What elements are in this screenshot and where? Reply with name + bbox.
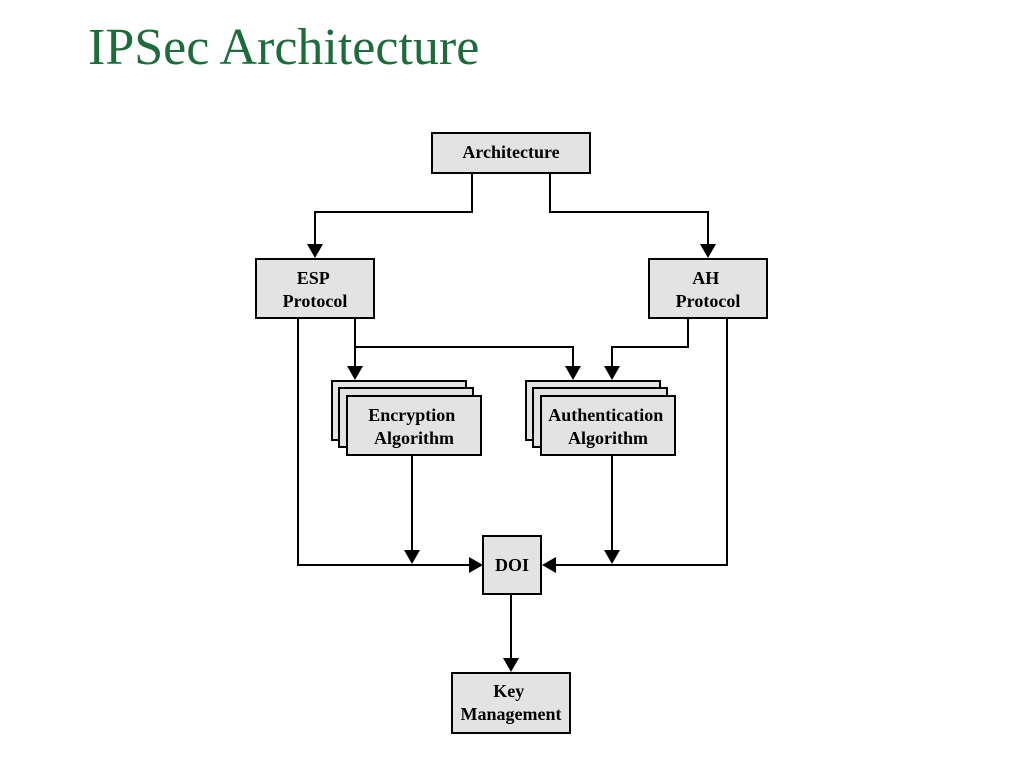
svg-text:DOI: DOI [495, 555, 529, 575]
arrowheads [307, 244, 716, 672]
connector-architecture-esp [314, 174, 473, 246]
ah-label-line2: Protocol [676, 291, 741, 311]
svg-text:AH Protocol: AH Protocol [676, 268, 741, 311]
svg-text:Encryption Algorithm: Encryption Algorithm [368, 405, 460, 448]
architecture-box: Architecture [431, 132, 591, 174]
svg-text:Architecture: Architecture [462, 142, 559, 162]
encryption-label-line2: Algorithm [374, 428, 454, 448]
key-management-label-line2: Management [461, 704, 562, 724]
ah-protocol-box: AH Protocol [648, 258, 768, 319]
esp-label-line2: Protocol [283, 291, 348, 311]
arrowhead-encryption [347, 366, 363, 380]
svg-text:Key Management: Key Management [461, 681, 562, 724]
arrowhead-ah [700, 244, 716, 258]
key-management-label-line1: Key [493, 681, 524, 701]
arrowhead-authentication-left [565, 366, 581, 380]
connector-ah-doi [555, 318, 728, 566]
authentication-label-line1: Authentication [548, 405, 663, 425]
connector-architecture-ah [549, 174, 709, 246]
arrowhead-doi-left [469, 557, 483, 573]
encryption-label-line1: Encryption [368, 405, 455, 425]
arrowhead-doi-right [542, 557, 556, 573]
arrowhead-esp [307, 244, 323, 258]
arrowhead-authentication-right [604, 366, 620, 380]
authentication-algorithm-stack: Authentication Algorithm [525, 380, 676, 456]
connector-ah-authentication [611, 318, 689, 368]
esp-label-line1: ESP [297, 268, 330, 288]
esp-protocol-box: ESP Protocol [255, 258, 375, 319]
svg-text:ESP Protocol: ESP Protocol [283, 268, 348, 311]
doi-label: DOI [495, 555, 529, 575]
connectors [297, 174, 728, 660]
arrowhead-key-management [503, 658, 519, 672]
arrowhead-authentication-out [604, 550, 620, 564]
slide-title: IPSec Architecture [88, 19, 480, 76]
ah-label-line1: AH [692, 268, 719, 288]
encryption-algorithm-stack: Encryption Algorithm [331, 380, 482, 456]
connector-esp-doi [297, 318, 470, 566]
authentication-label-line2: Algorithm [568, 428, 648, 448]
connector-esp-authentication [355, 346, 574, 368]
doi-box: DOI [482, 535, 542, 595]
key-management-box: Key Management [451, 672, 571, 734]
architecture-label: Architecture [462, 142, 559, 162]
arrowhead-encryption-out [404, 550, 420, 564]
svg-text:Authentication Algorithm: Authentication Algorithm [548, 405, 668, 448]
